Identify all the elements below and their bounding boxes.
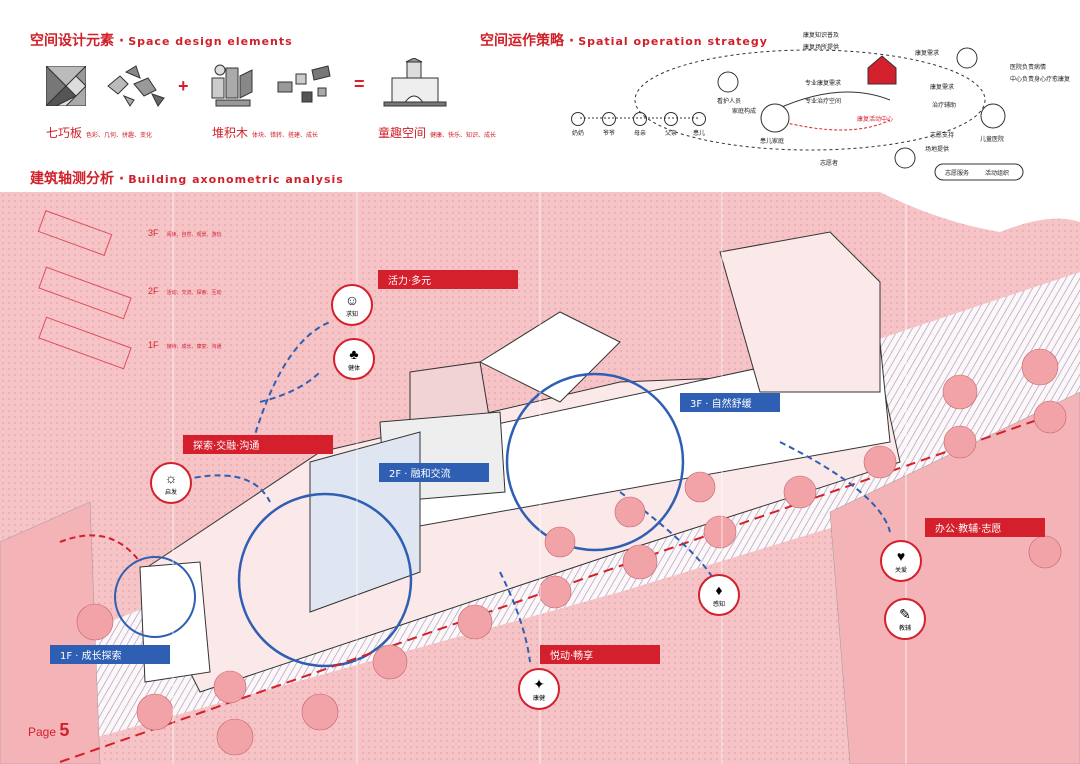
icon-fitness: ✦康健 <box>518 668 560 710</box>
page-number: Page 5 <box>28 720 70 740</box>
node-hospital-note2: 中心负责身心疗愈康复 <box>1010 77 1071 83</box>
legend-activity-org: 活动组织 <box>985 171 1010 177</box>
family-mother: 母亲 <box>627 112 653 137</box>
playspace-image <box>380 57 450 110</box>
tangram-label: 七巧板色彩、几何、拼趣、变化 <box>46 126 153 140</box>
node-rehab-need: 专业康复需求 <box>805 81 842 87</box>
tag-3f: 3F · 自然舒缓 <box>680 393 780 412</box>
node-knowledge: 康复知识普及 <box>803 33 840 39</box>
node-hospital: 儿童医院 <box>980 137 1005 143</box>
node-volunteers: 志愿者 <box>820 161 839 167</box>
icon-enlighten: ☼启发 <box>150 462 192 504</box>
tag-explore: 探索·交融·沟通 <box>183 435 333 454</box>
tangram-image <box>44 64 88 108</box>
strategy-title: 空间运作策略 ·Spatial operation strategy <box>480 33 768 49</box>
tag-1f: 1F · 成长探索 <box>50 645 170 664</box>
node-treatment-space: 专业治疗空间 <box>805 99 842 105</box>
equals-sign: = <box>354 74 365 94</box>
family-grandma: 奶奶 <box>565 112 591 137</box>
node-family-formed: 家庭构成 <box>732 109 757 115</box>
icon-care: ♥关爱 <box>880 540 922 582</box>
axonometric-title: 建筑轴测分析 ·Building axonometric analysis <box>30 171 344 187</box>
node-site-provision: 场地提供 <box>925 147 950 153</box>
family-father: 父亲 <box>658 112 684 137</box>
space-elements-title: 空间设计元素 ·Space design elements <box>30 33 293 49</box>
tag-vitality: 活力·多元 <box>378 270 518 289</box>
tangram-shapes-image <box>104 64 168 108</box>
node-caregivers: 看护人员 <box>717 99 742 105</box>
node-rehab-center: 康复活动中心 <box>857 117 894 123</box>
node-therapy: 治疗辅助 <box>932 103 957 109</box>
blocks-image <box>208 62 258 108</box>
node-venue: 康复场所提供 <box>803 45 840 51</box>
playspace-label: 童趣空间健康、快乐、知识、成长 <box>378 126 497 140</box>
tag-joy: 悦动·畅享 <box>540 645 660 664</box>
family-child: 患儿 <box>686 112 712 137</box>
node-patient-family: 患儿家庭 <box>760 139 785 145</box>
legend-volunteer-service: 志愿服务 <box>945 171 970 177</box>
family-grandpa: 爷爷 <box>596 112 622 137</box>
strategy-diagram: 康复知识普及 康复场所提供 看护人员 专业康复需求 专业治疗空间 家庭构成 康复… <box>560 33 1070 190</box>
tag-2f: 2F · 融和交流 <box>379 463 489 482</box>
node-volunteer-support: 志愿支持 <box>930 133 955 139</box>
blocks-label: 堆积木体块、错转、搭建、成长 <box>212 126 319 140</box>
icon-health: ♣健体 <box>333 338 375 380</box>
icon-teach: ✎教辅 <box>884 598 926 640</box>
plus-sign: + <box>178 76 189 96</box>
blocks-shapes-image <box>272 64 336 108</box>
node-hospital-note1: 医院负责病情 <box>1010 65 1047 71</box>
node-rehab-demand-top: 康复需求 <box>915 51 940 57</box>
icon-perceive: ♦感知 <box>698 574 740 616</box>
tag-office: 办公·教辅·志愿 <box>925 518 1045 537</box>
node-rehab-demand: 康复需求 <box>930 85 955 91</box>
icon-know: ☺求知 <box>331 284 373 326</box>
